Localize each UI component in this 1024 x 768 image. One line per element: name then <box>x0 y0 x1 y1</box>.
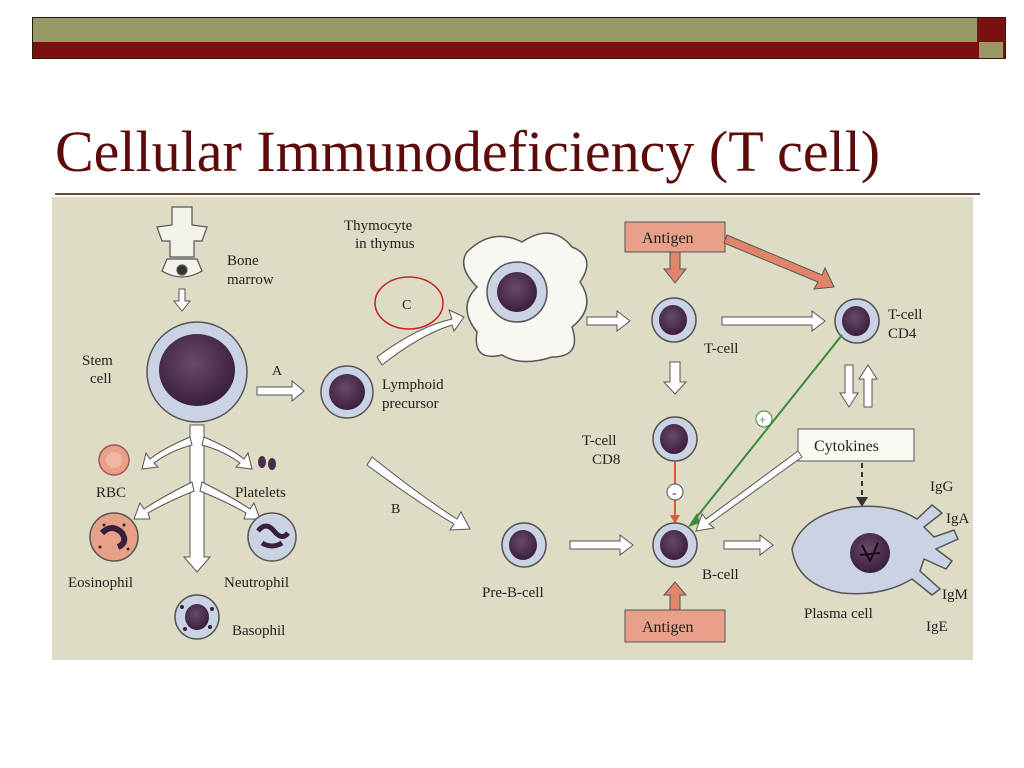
label-minus-sign: - <box>672 486 677 501</box>
label-t-cell-cd8-2: CD8 <box>592 452 620 468</box>
arrow-bone-to-stem <box>172 288 192 312</box>
label-antigen-top: Antigen <box>642 230 694 247</box>
antigen-box-bottom <box>624 609 726 643</box>
label-stem-cell-2: cell <box>90 371 112 387</box>
label-igg: IgG <box>930 479 953 495</box>
label-t-cell: T-cell <box>704 341 738 357</box>
label-basophil: Basophil <box>232 623 285 639</box>
t-cell-cd4 <box>834 298 880 344</box>
arrow-cd4-up <box>858 364 878 408</box>
label-igm: IgM <box>942 587 968 603</box>
arrow-b <box>366 456 471 531</box>
top-bar-olive-band <box>33 18 977 42</box>
title-underline <box>55 193 980 195</box>
minus-symbol <box>666 483 684 501</box>
arrow-bcell-to-plasma <box>723 533 774 557</box>
t-cell-cd8 <box>652 416 698 462</box>
label-t-cell-cd4-1: T-cell <box>888 307 922 323</box>
plus-symbol <box>755 410 773 428</box>
arrow-cytokines-to-bcell <box>695 450 803 532</box>
arrow-cd4-down <box>839 364 859 408</box>
label-platelets: Platelets <box>235 485 286 501</box>
label-plus-sign: + <box>759 412 766 427</box>
antigen-box-top <box>624 221 726 253</box>
label-rbc: RBC <box>96 485 126 501</box>
label-cytokines: Cytokines <box>814 438 879 455</box>
arrow-thymus-to-tcell <box>586 309 631 333</box>
label-stem-cell-1: Stem <box>82 353 113 369</box>
label-lymphoid-1: Lymphoid <box>382 377 444 393</box>
label-ige: IgE <box>926 619 948 635</box>
label-plasma-cell: Plasma cell <box>804 606 873 622</box>
arrow-antigen-to-cd4 <box>723 234 835 290</box>
eosinophil-cell <box>89 512 139 562</box>
label-neutrophil: Neutrophil <box>224 575 289 591</box>
arrow-antigen-to-bcell <box>662 581 688 611</box>
lymphoid-precursor-cell <box>320 365 374 419</box>
label-thymocyte-1: Thymocyte <box>344 218 413 234</box>
label-bone-marrow-1: Bone <box>227 253 259 269</box>
bone-marrow-icon <box>156 206 208 278</box>
label-antigen-bottom: Antigen <box>642 619 694 636</box>
plasma-cell <box>791 504 959 596</box>
annotation-red-circle <box>374 276 444 330</box>
label-path-c: C <box>402 298 411 313</box>
basophil-cell <box>174 594 220 640</box>
label-eosinophil: Eosinophil <box>68 575 133 591</box>
neutrophil-cell <box>247 512 297 562</box>
rbc-cell <box>98 444 130 476</box>
label-lymphoid-2: precursor <box>382 396 439 412</box>
label-thymocyte-2: in thymus <box>355 236 415 252</box>
label-t-cell-cd4-2: CD4 <box>888 326 917 342</box>
slide-title: Cellular Immunodeficiency (T cell) <box>55 119 881 184</box>
immune-cell-diagram: Bone marrow Stem cell Thymocyte in thymu… <box>52 197 973 660</box>
label-iga: IgA <box>946 511 969 527</box>
top-bar-square <box>979 19 1003 39</box>
platelets <box>258 456 276 470</box>
cytokines-box <box>797 428 915 462</box>
label-path-b: B <box>391 502 400 517</box>
arrow-a <box>256 379 305 403</box>
label-b-cell: B-cell <box>702 567 739 583</box>
pre-b-cell <box>501 522 547 568</box>
thymus-organ <box>462 232 588 363</box>
arrow-antigen-to-tcell <box>662 251 688 284</box>
label-path-a: A <box>272 364 283 379</box>
arrow-preb-to-bcell <box>569 533 634 557</box>
arrow-cd4-activates-bcell <box>691 334 843 524</box>
stem-cell <box>146 321 248 423</box>
top-decorative-bar <box>32 17 1006 59</box>
label-t-cell-cd8-1: T-cell <box>582 433 616 449</box>
arrow-tcell-to-cd8 <box>662 361 688 395</box>
top-bar-square-lower <box>979 42 1003 58</box>
label-bone-marrow-2: marrow <box>227 272 274 288</box>
arrow-tcell-to-cd4 <box>721 309 826 333</box>
b-cell <box>652 522 698 568</box>
t-cell <box>651 297 697 343</box>
stem-cell-branches <box>133 424 261 573</box>
label-pre-b-cell: Pre-B-cell <box>482 585 544 601</box>
arrow-c <box>376 309 465 366</box>
